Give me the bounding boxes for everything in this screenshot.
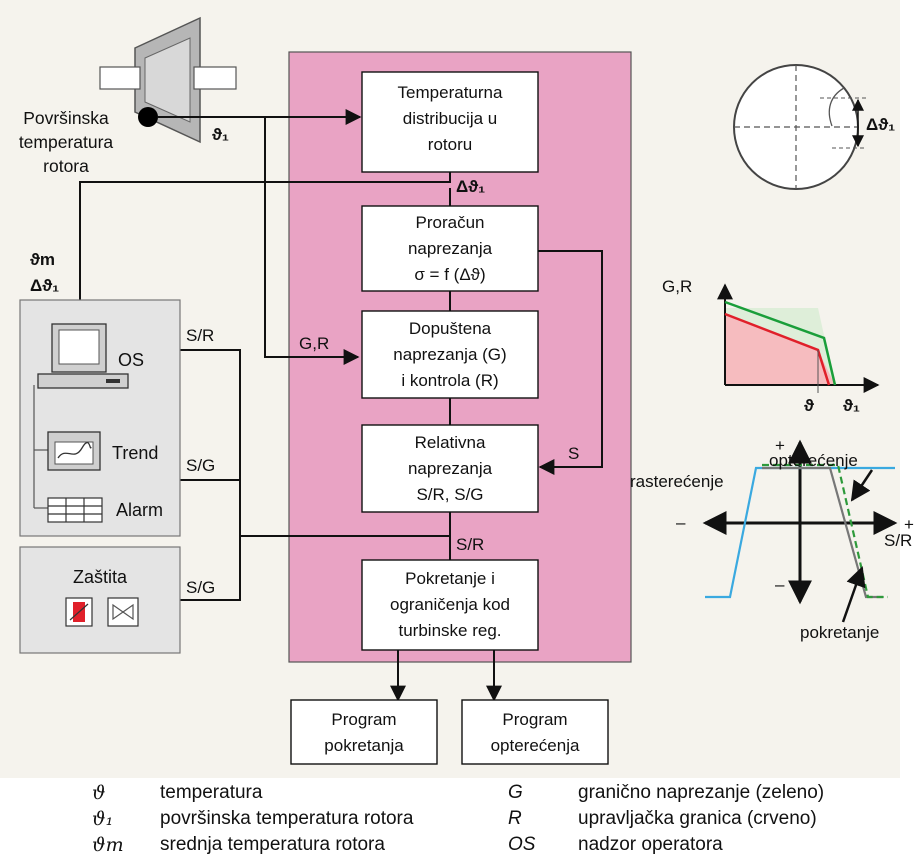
legend-symbol: G [508, 782, 523, 803]
svg-text:S/R, S/G: S/R, S/G [416, 485, 483, 504]
box-temp-distribution: Temperaturna distribucija u rotoru [361, 71, 539, 173]
turbine-stress-diagram: Površinska temperatura rotora ϑ₁ Δϑ₁ ϑm … [19, 16, 914, 765]
rotor-cross-section [733, 64, 866, 190]
temperature-sensor-dot [138, 107, 158, 127]
monitor-panel: OS Trend Alarm [19, 299, 181, 537]
svg-text:ϑm: ϑm [30, 250, 55, 269]
signal-sr-bottom: S/R [456, 535, 484, 554]
svg-text:rotora: rotora [43, 156, 89, 176]
minus-bottom: – [775, 575, 785, 594]
plus-top: + [775, 436, 785, 455]
svg-text:naprezanja: naprezanja [408, 239, 493, 258]
svg-text:Δϑ₁: Δϑ₁ [30, 276, 59, 295]
trend-label: Trend [112, 443, 158, 463]
delta-theta1-label: Δϑ₁ [456, 177, 485, 196]
svg-text:σ = f (Δϑ): σ = f (Δϑ) [414, 265, 485, 284]
unload-label: rasterećenje [630, 472, 724, 491]
theta1-label: ϑ₁ [212, 125, 229, 144]
legend-symbol: R [508, 808, 522, 829]
box-allowed-stress: Dopuštena naprezanja (G) i kontrola (R) [361, 310, 539, 399]
signal-gr: G,R [299, 334, 329, 353]
gr-chart-ylabel: G,R [662, 277, 692, 296]
svg-text:Program: Program [502, 710, 567, 729]
os-label: OS [118, 350, 144, 370]
plus-right: + [904, 515, 914, 534]
box-stress-calc: Proračun naprezanja σ = f (Δϑ) [361, 205, 539, 292]
green-dashed-curve [762, 463, 888, 599]
gr-chart [717, 283, 880, 393]
svg-text:temperatura: temperatura [19, 132, 114, 152]
svg-text:naprezanja: naprezanja [408, 459, 493, 478]
box-load-program: Program opterećenja [461, 699, 609, 765]
signal-s: S [568, 444, 579, 463]
red-switch-icon [65, 597, 93, 627]
protection-title: Zaštita [73, 567, 128, 587]
turbine-icon [99, 16, 237, 144]
legend-symbol: ϑm [92, 834, 124, 856]
svg-text:Program: Program [331, 710, 396, 729]
valve-icon [107, 597, 139, 627]
load-chart [702, 439, 898, 623]
g-curve [724, 300, 837, 386]
protection-panel: Zaštita [19, 546, 181, 654]
svg-text:i kontrola (R): i kontrola (R) [401, 371, 498, 390]
alarm-icon [47, 497, 103, 523]
svg-text:pokretanja: pokretanja [324, 736, 404, 755]
legend-text: granično naprezanje (zeleno) [578, 782, 825, 803]
gr-chart-xtick-theta1: ϑ₁ [843, 396, 860, 415]
legend-text: nadzor operatora [578, 834, 723, 855]
startup-label: pokretanje [800, 623, 879, 642]
legend-text: upravljačka granica (crveno) [578, 808, 817, 829]
svg-text:rotoru: rotoru [428, 135, 472, 154]
gr-chart-xtick-theta: ϑ [804, 396, 814, 415]
legend-text: srednja temperatura rotora [160, 834, 385, 855]
legend-text: temperatura [160, 782, 263, 803]
box-startup-program: Program pokretanja [290, 699, 438, 765]
svg-text:Relativna: Relativna [415, 433, 486, 452]
signal-sg-bottom: S/G [186, 578, 215, 597]
svg-text:Proračun: Proračun [416, 213, 485, 232]
box-relative-stress: Relativna naprezanja S/R, S/G [361, 424, 539, 513]
svg-text:Pokretanje i: Pokretanje i [405, 569, 495, 588]
wiring [79, 109, 603, 702]
load-label: opterećenje [769, 451, 858, 470]
theta-m-label: ϑm Δϑ₁ [30, 250, 59, 295]
legend-symbol: OS [508, 834, 536, 855]
svg-text:opterećenja: opterećenja [491, 736, 580, 755]
box-startup-limits: Pokretanje i ograničenja kod turbinske r… [361, 559, 539, 651]
svg-text:ograničenja kod: ograničenja kod [390, 595, 510, 614]
alarm-label: Alarm [116, 500, 163, 520]
gray-curve [762, 466, 883, 599]
svg-text:Površinska: Površinska [23, 108, 109, 128]
svg-text:turbinske reg.: turbinske reg. [399, 621, 502, 640]
signal-sr-top: S/R [186, 326, 214, 345]
signal-sg-mid: S/G [186, 456, 215, 475]
legend-text: površinska temperatura rotora [160, 808, 414, 829]
svg-text:naprezanja (G): naprezanja (G) [393, 345, 506, 364]
minus-left: – [676, 513, 686, 532]
legend-symbol: ϑ₁ [92, 808, 114, 830]
trend-icon [47, 431, 101, 471]
rotor-delta-label: Δϑ₁ [866, 115, 895, 134]
svg-text:distribucija u: distribucija u [403, 109, 498, 128]
legend-symbol: ϑ [92, 782, 106, 804]
sensor-label: Površinska temperatura rotora [19, 108, 114, 176]
svg-text:Temperaturna: Temperaturna [398, 83, 503, 102]
computer-icon [37, 323, 129, 389]
svg-text:Dopuštena: Dopuštena [409, 319, 492, 338]
sr-axis-label: S/R [884, 531, 912, 550]
